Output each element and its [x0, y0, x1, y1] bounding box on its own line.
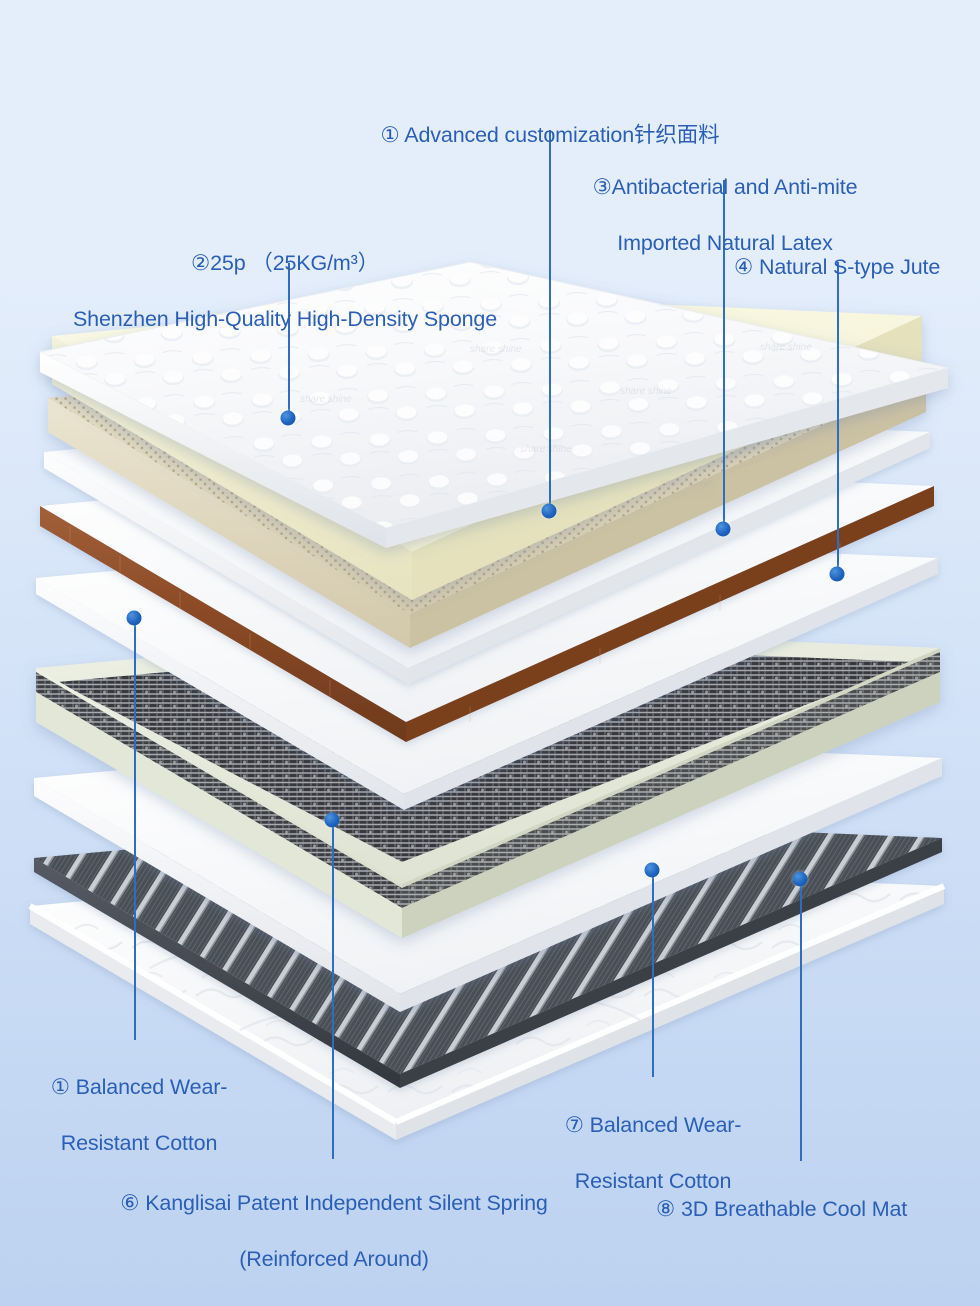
leader-line-5 [134, 625, 136, 1040]
leader-line-1 [549, 130, 551, 504]
label-spring-line2: (Reinforced Around) [239, 1246, 429, 1271]
leader-line-6 [332, 827, 334, 1159]
leader-line-8 [800, 886, 802, 1161]
leader-line-4 [837, 262, 839, 567]
label-cotton-lower-line1: ⑦ Balanced Wear- [564, 1112, 742, 1137]
leader-dot-4 [829, 566, 845, 582]
leader-dot-2 [280, 410, 296, 426]
svg-text:share shine: share shine [620, 386, 672, 397]
leader-dot-8 [792, 871, 808, 887]
svg-text:share shine: share shine [660, 478, 712, 489]
leader-line-7 [652, 877, 654, 1077]
label-jute-line1: ④ Natural S-type Jute [734, 254, 941, 279]
label-cool-mat-line1: ⑧ 3D Breathable Cool Mat [656, 1196, 908, 1221]
label-latex-line1: ③Antibacterial and Anti-mite [592, 174, 858, 199]
label-jute: ④ Natural S-type Jute [734, 226, 980, 310]
label-spring-line1: ⑥ Kanglisai Patent Independent Silent Sp… [120, 1190, 548, 1215]
label-spring: ⑥ Kanglisai Patent Independent Silent Sp… [50, 1162, 618, 1302]
label-sponge-line1-text: ②25p （25KG/m³） [190, 250, 380, 275]
leader-dot-6 [324, 812, 340, 828]
label-cotton-upper-line1: ① Balanced Wear- [50, 1074, 228, 1099]
label-knit-fabric-line1: ① Advanced customization针织面料 [380, 122, 720, 147]
label-sponge: ②25p （25KG/m³） Shenzhen High-Quality Hig… [20, 194, 550, 362]
label-sponge-line1: ②25p （25KG/m³） [20, 222, 550, 278]
label-knit-fabric: ① Advanced customization针织面料 [210, 94, 890, 178]
svg-text:share shine: share shine [470, 344, 522, 355]
label-sponge-line2: Shenzhen High-Quality High-Density Spong… [72, 306, 498, 331]
label-cotton-lower-line2: Resistant Cotton [574, 1168, 732, 1193]
svg-text:share shine: share shine [300, 394, 352, 405]
label-cotton-upper-line2: Resistant Cotton [60, 1130, 218, 1155]
leader-dot-3 [715, 521, 731, 537]
label-cool-mat: ⑧ 3D Breathable Cool Mat [656, 1168, 976, 1252]
label-latex-line2: Imported Natural Latex [617, 230, 833, 255]
leader-line-2 [288, 263, 290, 411]
svg-text:share shine: share shine [520, 444, 572, 455]
leader-line-3 [723, 180, 725, 522]
layer-knit-fabric: share shine share shine share shine shar… [38, 261, 949, 548]
label-cotton-upper: ① Balanced Wear- Resistant Cotton [6, 1046, 272, 1186]
leader-dot-5 [126, 610, 142, 626]
leader-dot-7 [644, 862, 660, 878]
leader-dot-1 [541, 503, 557, 519]
label-latex: ③Antibacterial and Anti-mite Imported Na… [520, 146, 930, 286]
svg-text:share shine: share shine [760, 342, 812, 353]
label-cotton-lower: ⑦ Balanced Wear- Resistant Cotton [520, 1084, 786, 1224]
